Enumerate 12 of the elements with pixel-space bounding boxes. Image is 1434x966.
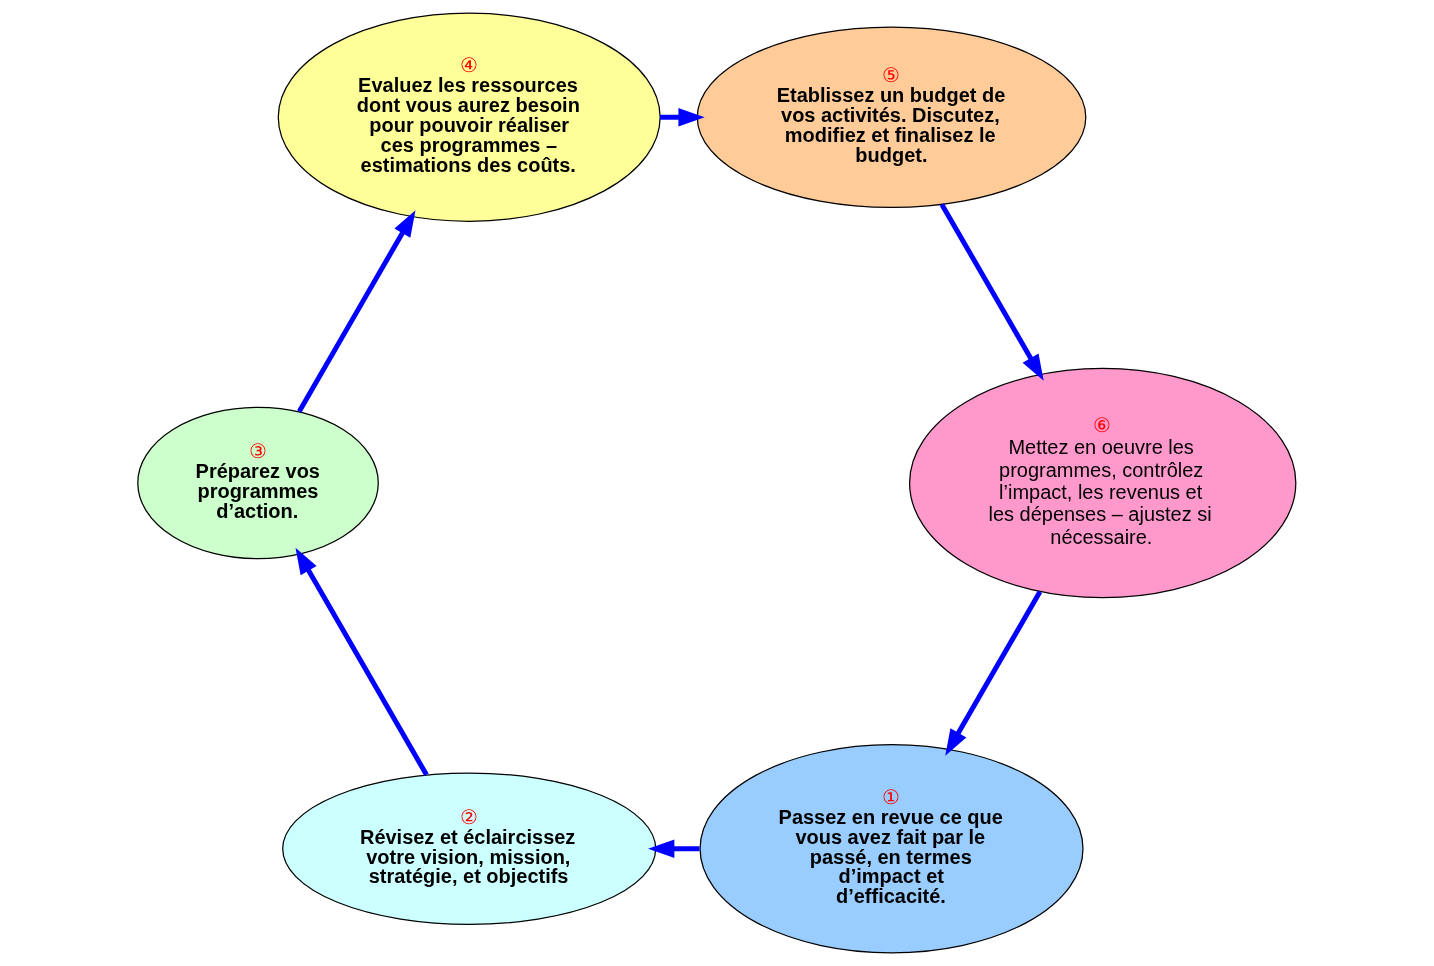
- node-ellipse: ⑤ Etablissez un budget de vos activités. Discutez, modifiez et finalisez le budget.: [696, 26, 1087, 209]
- node-ellipse: ⑥ Mettez en oeuvre les programmes, contrôlez l’impact, les revenus et les dépenses – ajustez si nécessaire.: [908, 367, 1297, 599]
- node-ellipse: ② Révisez et éclaircissez votre vision, mission, stratégie, et objectifs: [282, 772, 657, 926]
- arrow: [648, 839, 700, 858]
- arrow: [939, 203, 1044, 381]
- node-ellipse: ① Passez en revue ce que vous avez fait par le passé, en termes d’impact et d’efficacité.: [699, 744, 1084, 954]
- arrow: [297, 210, 416, 413]
- arrow: [660, 108, 705, 127]
- node-ellipse: ④ Evaluez les ressources dont vous aurez besoin pour pouvoir réaliser ces programmes – estimations des coûts.: [277, 12, 661, 222]
- node-ellipse: ③ Préparez vos programmes d’action.: [137, 406, 379, 560]
- arrow: [945, 590, 1043, 756]
- arrow: [295, 547, 429, 776]
